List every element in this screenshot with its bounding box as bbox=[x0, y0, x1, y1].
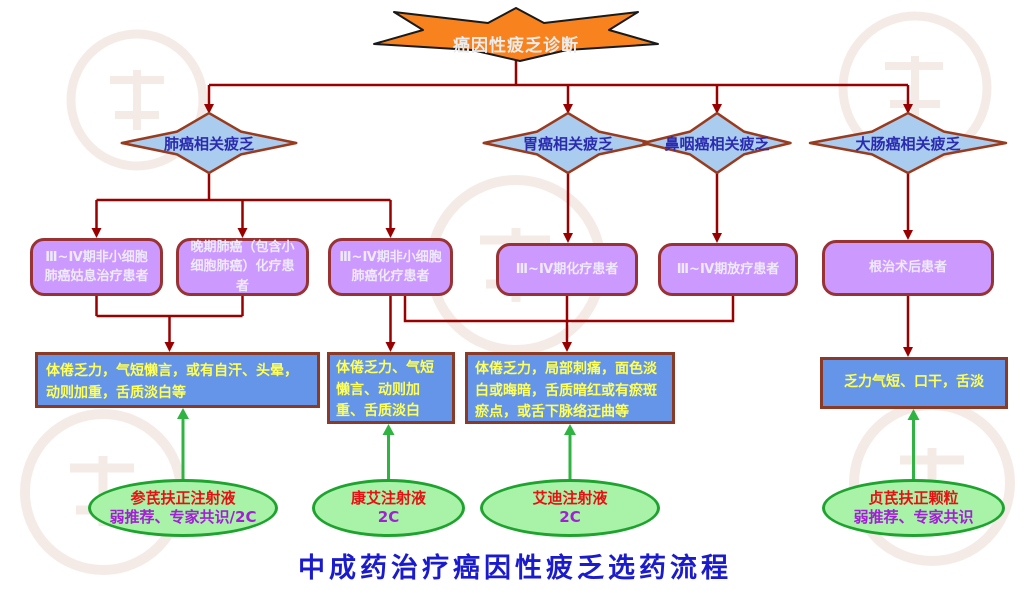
diagnosis-banner: 癌因性疲乏诊断 bbox=[372, 7, 660, 62]
branch-node-stomach-cancer: 胃癌相关疲乏 bbox=[482, 112, 654, 174]
patient-group-box: 晚期肺癌（包含小细胞肺癌）化疗患者 bbox=[176, 238, 309, 296]
star-shape bbox=[808, 112, 1008, 174]
branch-node-colorectal-cancer: 大肠癌相关疲乏 bbox=[808, 112, 1008, 174]
medicine-recommendation: 弱推荐、专家共识/2C bbox=[109, 508, 257, 526]
patient-group-box: Ⅲ~Ⅳ期非小细胞肺癌化疗患者 bbox=[328, 238, 453, 296]
medicine-ellipse: 艾迪注射液 2C bbox=[480, 479, 660, 537]
star-shape bbox=[120, 112, 298, 174]
branch-node-lung-cancer: 肺癌相关疲乏 bbox=[120, 112, 298, 174]
branch-label: 鼻咽癌相关疲乏 bbox=[664, 134, 770, 153]
diagram-title: 中成药治疗癌因性疲乏选药流程 bbox=[298, 553, 732, 584]
green-arrowheads bbox=[177, 408, 920, 435]
patient-group-box: Ⅲ~Ⅳ期化疗患者 bbox=[496, 243, 638, 296]
patient-group-box: Ⅲ~Ⅳ期放疗患者 bbox=[658, 243, 798, 296]
medicine-name: 艾迪注射液 bbox=[532, 489, 608, 508]
medicine-name: 康艾注射液 bbox=[350, 489, 426, 508]
star-shape bbox=[482, 112, 654, 174]
red-arrowheads bbox=[91, 104, 913, 357]
symptom-box: 体倦乏力、气短懒言、动则加重、舌质淡白 bbox=[327, 352, 455, 424]
medicine-ellipse: 参芪扶正注射液 弱推荐、专家共识/2C bbox=[88, 479, 278, 537]
medicine-recommendation: 弱推荐、专家共识 bbox=[853, 508, 974, 526]
symptom-box: 体倦乏力，局部刺痛，面色淡白或晦暗，舌质暗红或有瘀斑瘀点，或舌下脉络迂曲等 bbox=[465, 352, 675, 424]
medicine-name: 贞芪扶正颗粒 bbox=[868, 489, 959, 508]
watermark-stamp bbox=[66, 29, 208, 171]
branch-label: 胃癌相关疲乏 bbox=[522, 134, 613, 153]
branch-label: 大肠癌相关疲乏 bbox=[855, 134, 961, 153]
explosion-shape bbox=[373, 7, 659, 62]
patient-group-box: 根治术后患者 bbox=[822, 240, 994, 296]
medicine-ellipse: 贞芪扶正颗粒 弱推荐、专家共识 bbox=[822, 479, 1005, 537]
medicine-recommendation: 2C bbox=[559, 508, 581, 526]
star-shape bbox=[642, 112, 792, 174]
medicine-ellipse: 康艾注射液 2C bbox=[312, 479, 465, 537]
green-connector-lines bbox=[181, 419, 915, 479]
medicine-recommendation: 2C bbox=[377, 508, 400, 526]
symptom-box: 乏力气短、口干，舌淡 bbox=[820, 357, 1008, 409]
patient-group-box: Ⅲ~Ⅳ期非小细胞肺癌姑息治疗患者 bbox=[30, 238, 163, 296]
red-connector-lines bbox=[95, 53, 910, 347]
branch-node-nasopharyngeal-cancer: 鼻咽癌相关疲乏 bbox=[642, 112, 792, 174]
diagnosis-banner-label: 癌因性疲乏诊断 bbox=[453, 36, 579, 56]
symptom-box: 体倦乏力，气短懒言，或有自汗、头晕，动则加重，舌质淡白等 bbox=[35, 352, 320, 408]
medicine-name: 参芪扶正注射液 bbox=[130, 489, 236, 508]
branch-label: 肺癌相关疲乏 bbox=[163, 134, 254, 153]
